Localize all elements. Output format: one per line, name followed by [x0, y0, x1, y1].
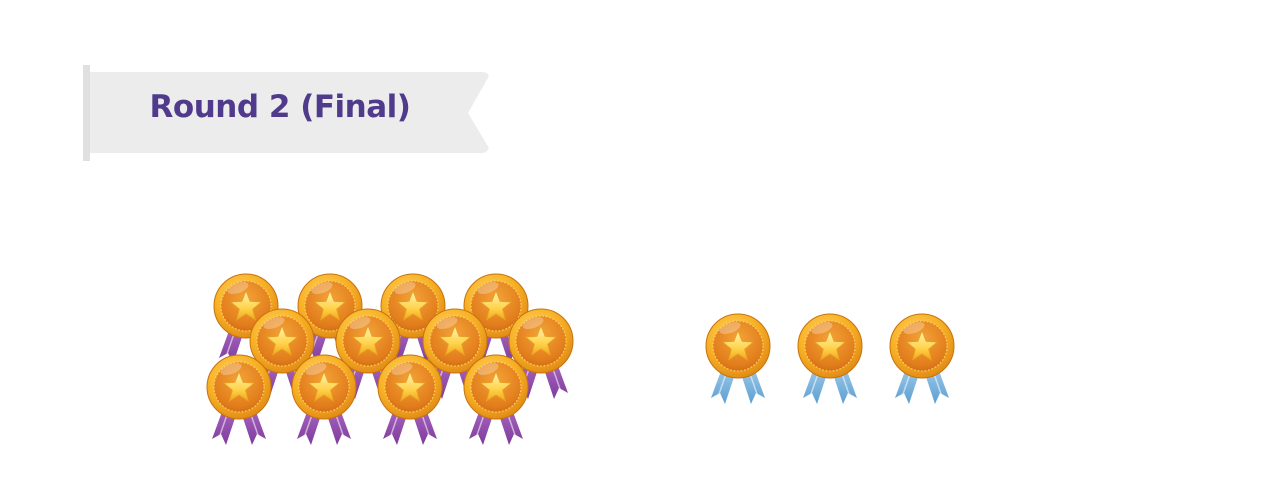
right-group-medal-icon [703, 312, 773, 408]
banner-flag-shape [83, 65, 489, 161]
left-group-medal-icon [204, 353, 274, 449]
right-group-medal-icon [795, 312, 865, 408]
left-group-medal-icon [461, 272, 531, 368]
left-group-medal-icon [506, 307, 576, 403]
round-banner: Round 2 (Final) [83, 65, 493, 161]
left-group-medal-icon [461, 353, 531, 449]
banner-title: Round 2 (Final) [149, 89, 411, 125]
left-group-medal-icon [333, 307, 403, 403]
left-group-medal-icon [375, 353, 445, 449]
left-group-medal-icon [289, 353, 359, 449]
right-group-medal-icon [887, 312, 957, 408]
